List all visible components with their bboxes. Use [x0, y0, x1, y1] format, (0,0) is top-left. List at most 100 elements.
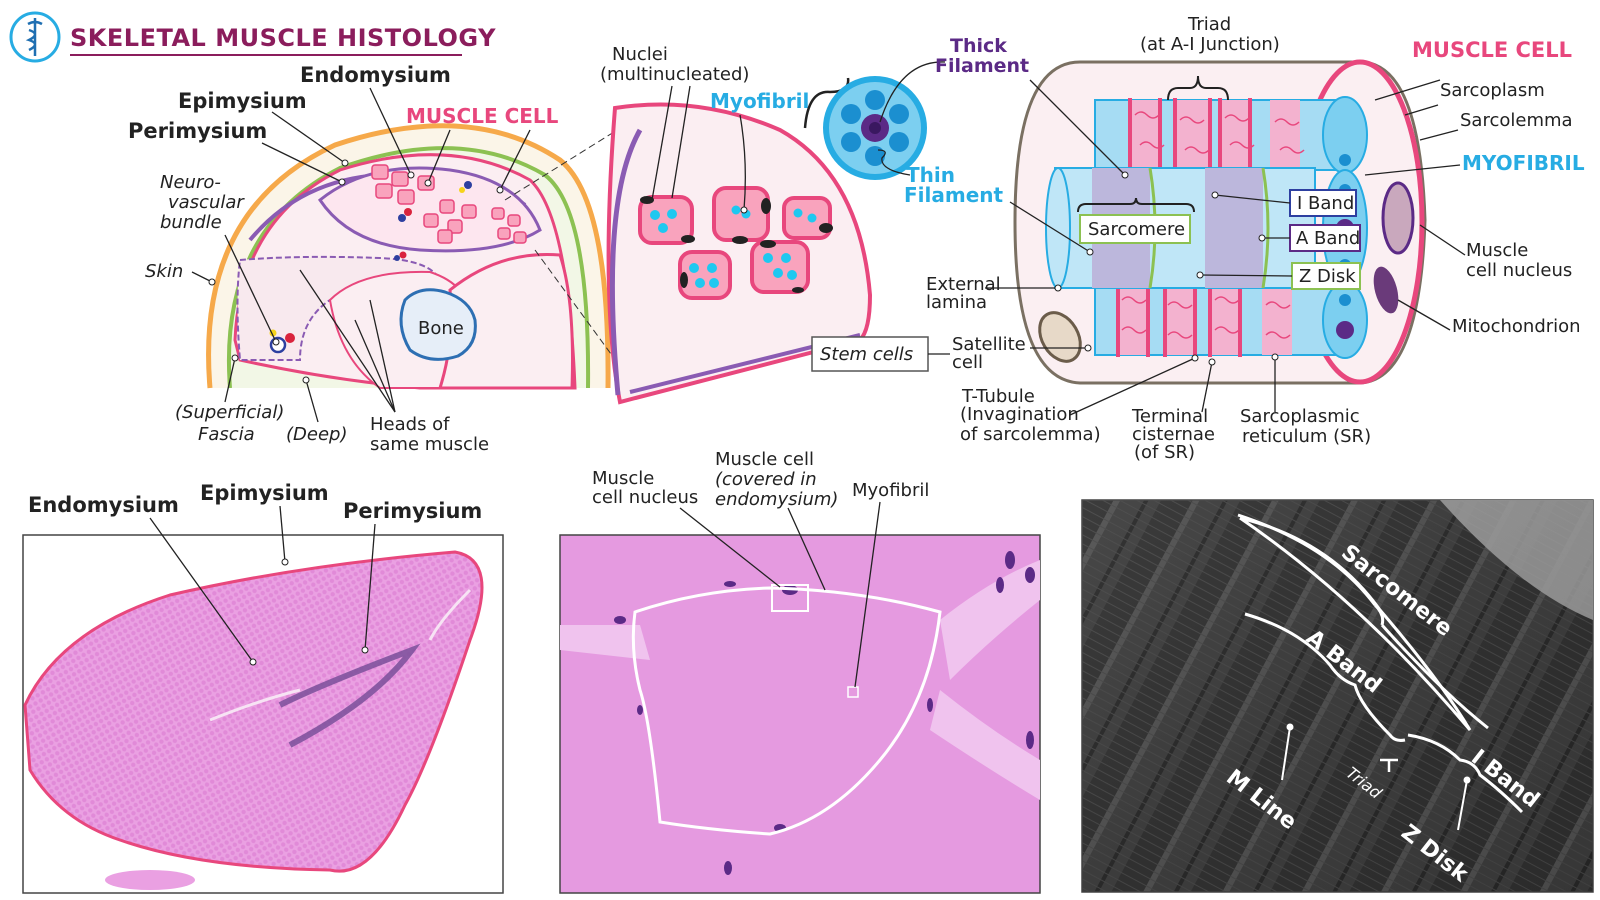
- leader-thin-filament: [877, 149, 911, 176]
- skin-label: Skin: [145, 261, 183, 282]
- septum-line: [209, 588, 472, 722]
- front-myofibril: [1045, 167, 1316, 289]
- fascicle-cells: [638, 186, 833, 300]
- thin-filament-label-2: Filament: [904, 183, 1004, 207]
- neurovascular-label-3: bundle: [160, 212, 222, 233]
- triad-label-2: (at A-I Junction): [1140, 34, 1280, 55]
- external-lamina-label-2: lamina: [926, 292, 987, 313]
- leader-endomysium: [369, 87, 412, 176]
- satellite-cell-label-2: cell: [952, 352, 983, 373]
- micrograph-low-power: Endomysium Epimysium Perimysium: [22, 481, 504, 894]
- thick-filament-label-2: Filament: [935, 55, 1029, 77]
- micro1-epimysium-label: Epimysium: [200, 481, 329, 505]
- a-band-label: A Band: [1296, 228, 1360, 249]
- muscle-tissue-section: [23, 550, 484, 873]
- leader-micro2-nucleus: [679, 507, 781, 588]
- superficial-label: (Superficial): [175, 402, 284, 423]
- leader-sarcolemma: [1419, 129, 1459, 141]
- micro2-cell-label-1: Muscle cell: [715, 449, 814, 470]
- external-lamina-label-1: External: [926, 274, 1001, 295]
- muscle-cell-label: MUSCLE CELL: [406, 104, 559, 128]
- leader-skin: [191, 271, 213, 283]
- deep-label: (Deep): [286, 424, 347, 445]
- terminal-cisternae-label-3: (of SR): [1134, 442, 1195, 463]
- sarcoplasm-label: Sarcoplasm: [1440, 80, 1545, 101]
- terminal-cisternae-label-1: Terminal: [1131, 406, 1208, 427]
- t-tubule-label-3: of sarcolemma): [960, 424, 1101, 445]
- t-tubule-rings: [1116, 98, 1252, 357]
- muscle-cell-outline: [631, 586, 942, 836]
- sarcomere-brace: [1077, 197, 1195, 213]
- mitochondrion-shape: [1373, 266, 1399, 314]
- thin-filament-label-1: Thin: [906, 163, 955, 187]
- sr-label-2: reticulum (SR): [1242, 426, 1371, 447]
- leader-i-band: [1214, 194, 1291, 204]
- connective-tissue-band-2: [930, 690, 1040, 800]
- stem-cells-box: [811, 336, 929, 372]
- fascicle-zoom-diagram: Nuclei (multinucleated) Myofibril Thick …: [600, 35, 1029, 405]
- muscle-cell-label-3d: MUSCLE CELL: [1412, 38, 1572, 62]
- zoom-guide-1: [504, 121, 631, 201]
- fascicle-zoom-perimysium: [609, 128, 643, 396]
- leader-heads-2: [354, 319, 396, 413]
- nuclei-label-2: (multinucleated): [600, 64, 749, 85]
- nucleus-highlight-box: [771, 584, 809, 612]
- zoom-cell: [750, 240, 810, 294]
- leader-micro2-myofibril: [854, 501, 881, 688]
- muscle-cell-nucleus-label-1: Muscle: [1466, 240, 1528, 261]
- satellite-cell-label-1: Satellite: [952, 334, 1026, 355]
- muscle-cell-diagram: Triad (at A-I Junction) MUSCLE CELL Sarc…: [811, 14, 1585, 463]
- myofibril-highlight-box: [847, 686, 859, 698]
- stem-cells-label: Stem cells: [820, 344, 913, 365]
- leader-micro1-perimysium: [364, 523, 376, 651]
- t-tubule-label-1: T-Tubule: [961, 386, 1035, 407]
- em-triad-bracket: [1380, 758, 1398, 772]
- leader-nuclei-2: [671, 85, 691, 199]
- leader-t-tubule: [1069, 357, 1196, 416]
- leader-mito: [1397, 299, 1451, 331]
- tissue-fragment: [105, 870, 195, 890]
- z-disk-box: [1291, 262, 1361, 290]
- leader-superficial: [224, 357, 236, 403]
- caduceus-staff: [25, 18, 43, 56]
- sr-label-1: Sarcoplasmic: [1240, 406, 1360, 427]
- leader-nucleus-3d: [1419, 224, 1466, 256]
- leader-micro2-cell: [787, 507, 826, 591]
- leader-sarcoplasm: [1404, 104, 1439, 116]
- leader-epimysium: [271, 111, 346, 164]
- a-band-box: [1289, 224, 1361, 252]
- sarcomere-label: Sarcomere: [1088, 219, 1185, 240]
- em-a-band-brace: [1244, 612, 1406, 742]
- micro2-myofibril-label: Myofibril: [852, 480, 929, 501]
- leader-thick-filament: [879, 61, 946, 123]
- leader-thick-3d: [1029, 79, 1126, 176]
- micro2-nucleus-label-2: cell nucleus: [592, 487, 698, 508]
- micro1-perimysium-label: Perimysium: [343, 499, 482, 523]
- zoom-cell: [712, 186, 771, 244]
- leader-heads-1: [299, 269, 396, 413]
- header: SKELETAL MUSCLE HISTOLOGY: [9, 11, 496, 63]
- micro2-cell-label-3: endomysium): [715, 489, 838, 510]
- myofibril-label-3d: MYOFIBRIL: [1462, 151, 1585, 175]
- micro2-nucleus-label-1: Muscle: [592, 468, 654, 489]
- em-m-line-leader: [1281, 726, 1291, 781]
- leader-muscle-cell-3d: [1374, 79, 1441, 101]
- neurovascular-bundle-small-icon: [394, 181, 472, 261]
- perimysium-septum: [278, 643, 421, 748]
- leader-perimysium: [261, 142, 343, 183]
- leader-micro1-endomysium: [149, 517, 254, 663]
- nuclei-label-1: Nuclei: [612, 44, 668, 65]
- leader-myofibril-3d: [1364, 164, 1461, 176]
- sarcomere-box: [1079, 214, 1191, 244]
- em-sarcomere-brace-main: [1237, 513, 1489, 730]
- satellite-cell-shape: [1038, 311, 1082, 363]
- zoom-cell: [678, 250, 732, 300]
- bone: [399, 288, 477, 361]
- z-disk-label: Z Disk: [1299, 266, 1356, 287]
- muscle-cell-nucleus-label-2: cell nucleus: [1466, 260, 1572, 281]
- muscle-cells-cluster: [371, 164, 527, 244]
- fascicle-zoom-shape: [606, 102, 873, 405]
- myofibril-cross-section: [823, 76, 927, 180]
- em-z-disk-leader: [1457, 779, 1468, 831]
- leader-nuclei-1: [651, 85, 673, 201]
